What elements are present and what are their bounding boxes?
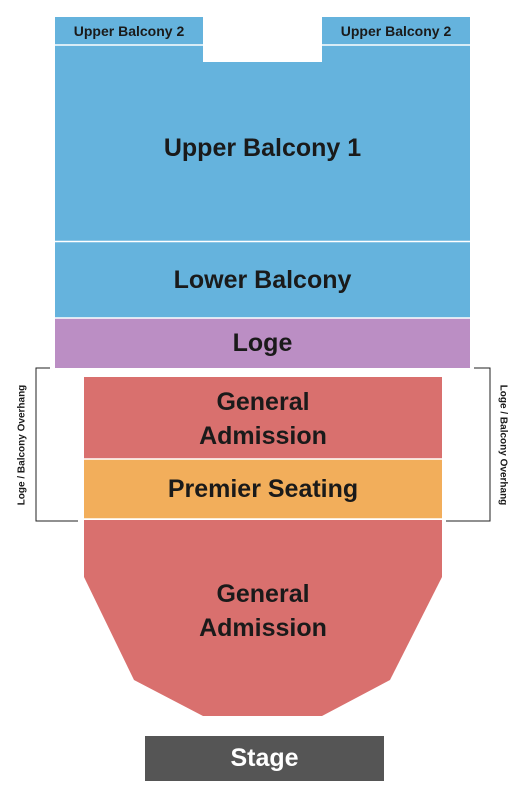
loge-shape[interactable] <box>55 318 470 368</box>
upper-balcony-1-label[interactable]: Upper Balcony 1 <box>163 134 362 162</box>
upper-balcony-2-left-label[interactable]: Upper Balcony 2 <box>73 23 185 39</box>
upper-balcony-1-shape[interactable] <box>55 17 470 242</box>
lower-balcony-label[interactable]: Lower Balcony <box>173 266 352 294</box>
overhang-bracket-right <box>446 367 491 522</box>
premier-seating-label[interactable]: Premier Seating <box>167 475 359 503</box>
overhang-label-right: Loge / Balcony Overhang <box>497 384 509 506</box>
general-admission-bottom-shape[interactable] <box>84 520 442 716</box>
overhang-label-left: Loge / Balcony Overhang <box>16 384 28 506</box>
general-admission-top-shape[interactable] <box>84 377 442 459</box>
general-admission-top-label[interactable]: General Admission <box>199 388 327 450</box>
stage: Stage <box>145 736 384 781</box>
premier-seating-shape[interactable] <box>84 459 442 519</box>
lower-balcony-shape[interactable] <box>55 242 470 318</box>
overhang-bracket-left <box>35 367 78 522</box>
loge-label[interactable]: Loge <box>232 329 293 357</box>
general-admission-bottom-label[interactable]: General Admission <box>199 580 327 642</box>
upper-balcony-2-right-label[interactable]: Upper Balcony 2 <box>340 23 452 39</box>
